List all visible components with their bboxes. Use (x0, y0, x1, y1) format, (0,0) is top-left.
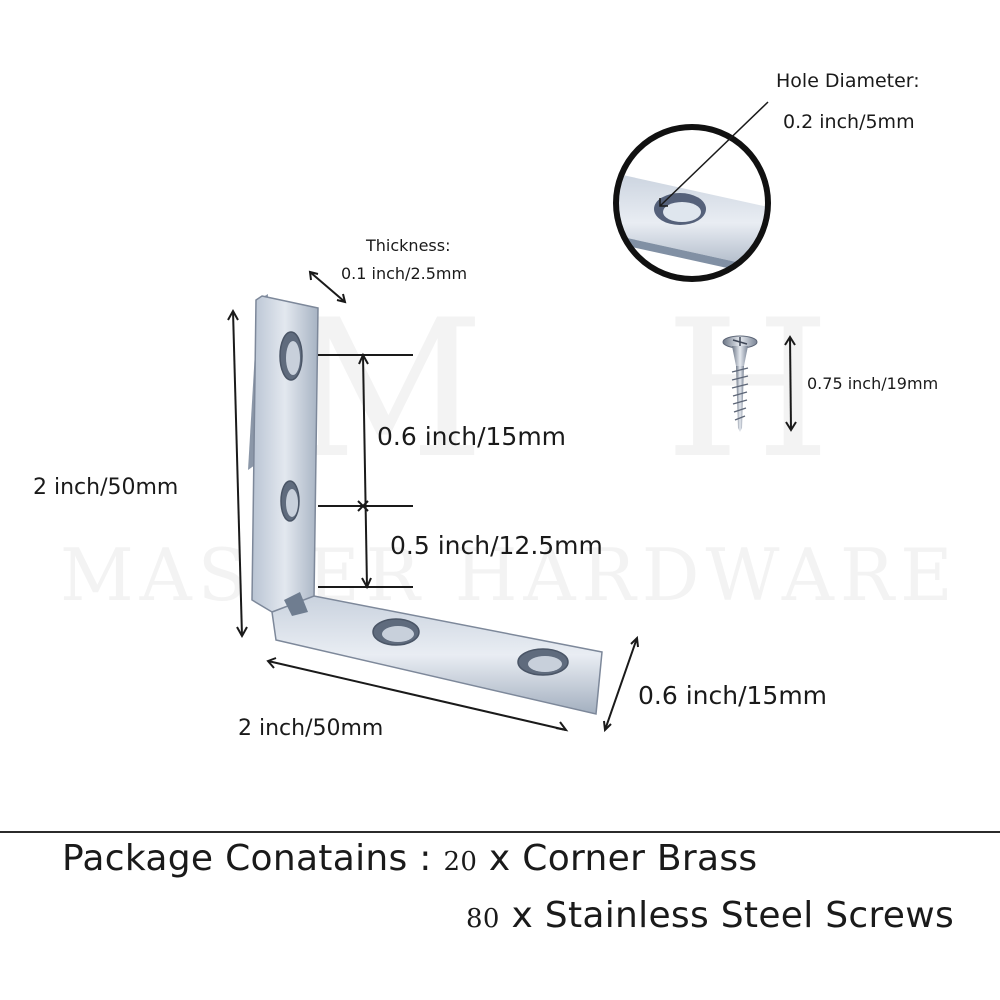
screw-length-label: 0.75 inch/19mm (807, 374, 939, 393)
hole-diameter-title: Hole Diameter: (776, 70, 920, 92)
package-item-brackets: Corner Brass (522, 838, 758, 879)
leg-width-label: 0.6 inch/15mm (638, 681, 828, 710)
corner-bracket (248, 294, 603, 715)
watermark-text: MASTER HARDWARE (60, 533, 959, 617)
dimension-lines (227, 270, 797, 733)
package-qty-brackets: 20 (443, 847, 478, 877)
package-item-screws: Stainless Steel Screws (544, 895, 955, 936)
package-sep-2: x (511, 895, 534, 936)
package-line-2: 80 x Stainless Steel Screws (466, 895, 954, 936)
hole-diameter-value: 0.2 inch/5mm (783, 111, 915, 133)
thickness-value: 0.1 inch/2.5mm (341, 264, 468, 283)
thickness-title: Thickness: (366, 236, 451, 255)
package-sep-1: x (488, 838, 511, 879)
divider (0, 831, 1000, 833)
width-label: 2 inch/50mm (238, 716, 384, 741)
package-line-1: Package Conatains : 20 x Corner Brass (62, 838, 758, 879)
package-qty-screws: 80 (466, 904, 500, 934)
hole-closeup (613, 101, 771, 282)
hole-spacing-label: 0.6 inch/15mm (377, 422, 567, 451)
watermark-monogram: M H (290, 279, 891, 500)
bracket-horizontal-leg (271, 595, 603, 715)
edge-offset-label: 0.5 inch/12.5mm (390, 531, 603, 560)
package-label: Package Conatains : (62, 838, 432, 879)
screw-icon (722, 335, 758, 432)
height-label: 2 inch/50mm (33, 475, 179, 500)
